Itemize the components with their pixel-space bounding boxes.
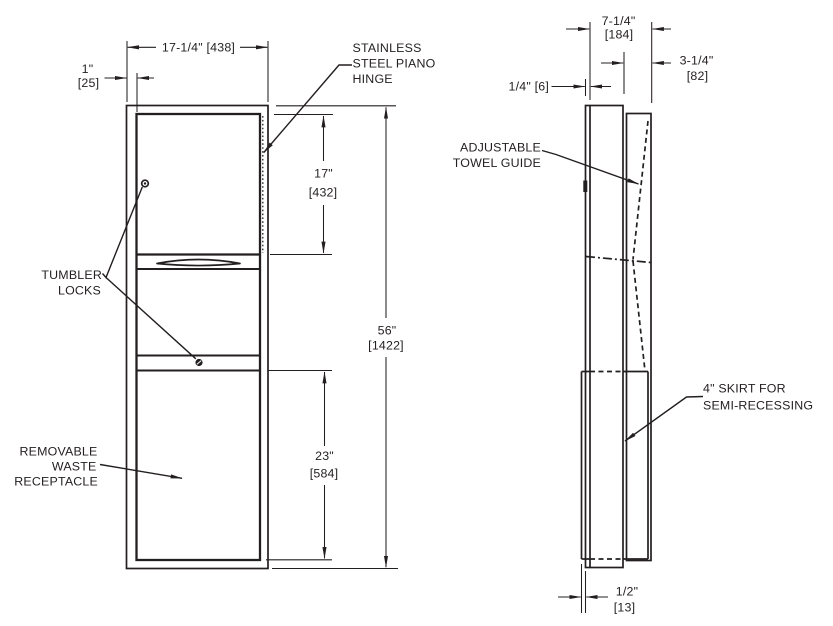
tumbler-lock-upper-icon [140,179,150,188]
hinge-label-line1: STAINLESS [353,41,422,55]
locks-label-line2: LOCKS [58,284,101,298]
semi-recessing-skirt [580,370,649,560]
dim-frame-inset-mm: [25] [78,76,99,90]
dim-waste-door-in: 23" [315,449,334,463]
dim-overall-width-label: 17-1/4" [438] [162,41,235,55]
tumbler-locks-leader [101,186,197,360]
dim-projection-in: 3-1/4" [680,54,714,68]
towel-guide-label-line1: ADJUSTABLE [460,141,541,155]
waste-label-line3: RECEPTACLE [14,475,98,489]
hinge-label-line2: STEEL PIANO [353,57,436,71]
dim-upper-door-mm: [432] [309,186,338,200]
side-door-outline [625,112,652,562]
tumbler-lock-lower-icon [195,358,203,367]
piano-hinge-leader [263,64,352,153]
dim-projection-mm: [82] [687,69,708,83]
side-lock-cylinder [583,180,588,192]
dim-flange-projection [551,79,611,96]
dim-frame-inset-in: 1" [82,62,94,76]
dim-waste-door-height [266,369,332,561]
dim-skirt-offset-in: 1/2" [616,585,638,599]
dim-overall-height-in: 56" [378,324,397,338]
front-cabinet-outline [125,104,269,570]
towel-guide-label-line2: TOWEL GUIDE [453,156,541,170]
skirt-label-line1: 4" SKIRT FOR [703,382,786,396]
dim-depth-in: 7-1/4" [602,14,636,28]
waste-label-line2: WASTE [52,460,97,474]
slot-centerline [585,255,652,264]
front-door-panel-outline [135,112,262,562]
towel-guide-leader [541,149,640,185]
dim-waste-door-mm: [584] [310,467,339,481]
dim-upper-door-in: 17" [314,167,333,181]
dim-skirt-offset [558,564,608,613]
dim-overall-height-mm: [1422] [368,339,404,353]
towel-dispensing-slot [156,258,241,267]
side-body-outline [584,104,624,569]
adjustable-towel-guide-line [632,120,649,372]
hinge-label-line3: HINGE [353,72,393,86]
locks-label-line1: TUMBLER [41,268,102,282]
dim-flange-label: 1/4" [6] [509,80,549,94]
dim-overall-depth [566,22,671,103]
dim-overall-height [272,105,398,570]
skirt-leader [624,395,704,442]
dim-depth-mm: [184] [605,28,634,42]
waste-receptacle-leader [99,463,183,479]
dim-door-projection [601,52,671,94]
skirt-label-line2: SEMI-RECESSING [703,399,813,413]
front-view [125,104,269,570]
dim-skirt-offset-mm: [13] [614,601,635,615]
waste-label-line1: REMOVABLE [19,445,97,459]
dim-upper-door-height [270,113,333,256]
dim-frame-inset [104,73,154,112]
side-view [580,104,652,569]
dim-overall-width [126,41,269,102]
